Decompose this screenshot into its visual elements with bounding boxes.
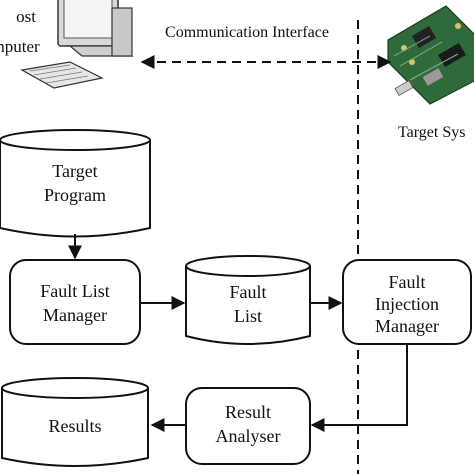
- target-board-icon: [387, 5, 474, 105]
- result-analyser-label-line1: Result: [225, 402, 271, 422]
- result-analyser-label-line2: Analyser: [216, 426, 281, 446]
- target-system-label: Target Sys: [398, 124, 465, 141]
- host-label-line1: ost: [16, 7, 36, 26]
- fault-list-manager-node: [9, 259, 141, 345]
- fault-injection-manager-label-line3: Manager: [375, 316, 439, 336]
- arrow-injection-to-analyser: [310, 344, 408, 432]
- target-program-label-line2: Program: [44, 185, 106, 205]
- target-program-node: [0, 129, 151, 238]
- fault-list-label-line1: Fault: [229, 282, 266, 302]
- target-program-label-line1: Target: [52, 161, 97, 181]
- host-label-line2: nputer: [0, 37, 40, 56]
- fault-list-label-line2: List: [234, 306, 262, 326]
- communication-interface-label: Communication Interface: [165, 24, 329, 41]
- host-computer-icon: [20, 0, 134, 89]
- fault-injection-manager-label-line1: Fault: [388, 272, 425, 292]
- results-label: Results: [48, 416, 101, 436]
- fault-list-manager-label-line1: Fault List: [40, 281, 110, 301]
- fault-list-manager-label-line2: Manager: [43, 305, 107, 325]
- fault-list-node: [185, 255, 311, 345]
- results-node: [1, 377, 149, 467]
- fault-injection-manager-label-line2: Injection: [375, 294, 439, 314]
